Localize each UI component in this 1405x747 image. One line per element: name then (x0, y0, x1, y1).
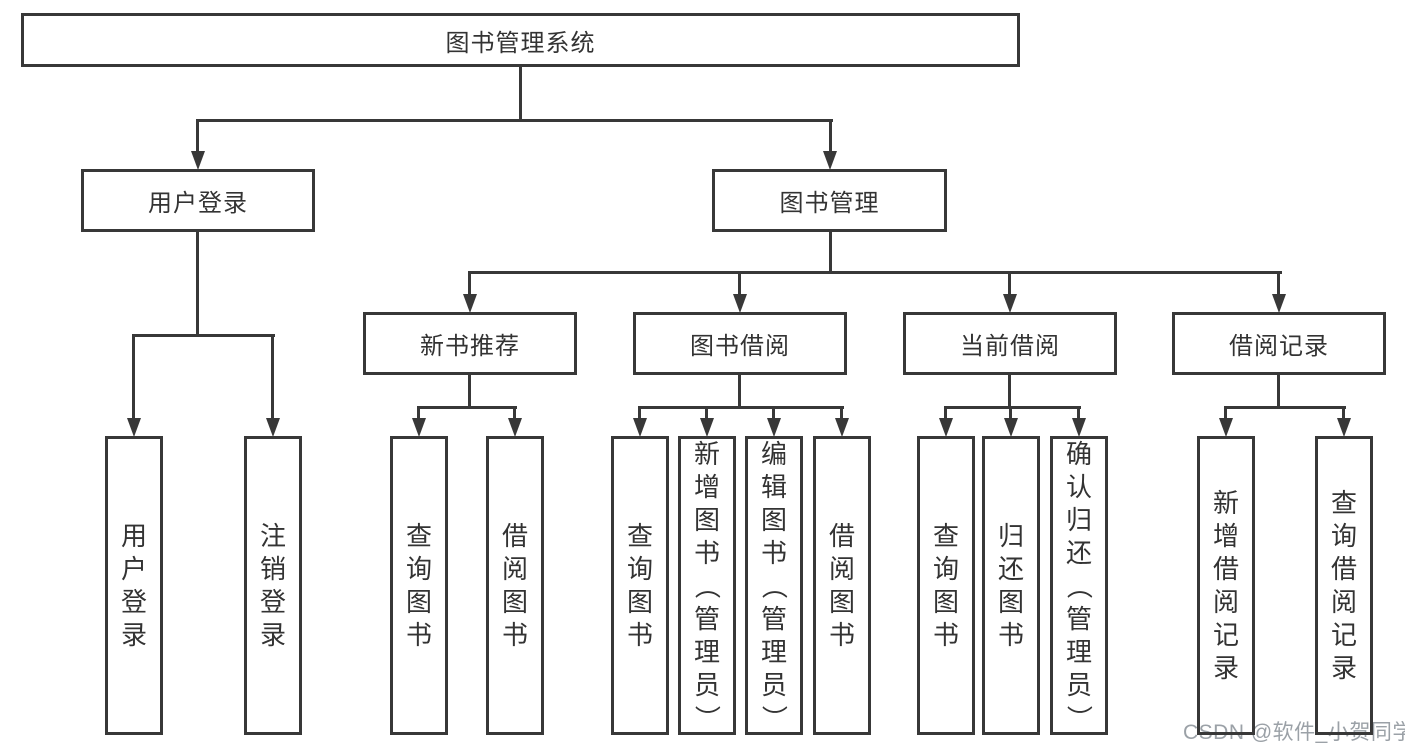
arrow-down-icon (412, 418, 426, 437)
node-current-borrow: 当前借阅 (903, 312, 1117, 375)
arrow-down-icon (700, 418, 714, 437)
connector-line (1224, 406, 1227, 421)
leaf-query-borrow-record: 查询借阅记录 (1315, 436, 1373, 735)
connector-line (638, 406, 641, 421)
leaf-query-books-recommend: 查询图书 (390, 436, 448, 735)
connector-line (1008, 375, 1011, 408)
connector-line (705, 406, 708, 421)
connector-line (1277, 375, 1280, 408)
arrow-down-icon (1272, 294, 1286, 313)
connector-line (738, 375, 741, 408)
leaf-borrow-books-recommend: 借阅图书 (486, 436, 544, 735)
arrow-down-icon (767, 418, 781, 437)
connector-line (1009, 406, 1012, 421)
arrow-down-icon (1219, 418, 1233, 437)
arrow-down-icon (463, 294, 477, 313)
connector-line (132, 336, 135, 420)
connector-line (271, 336, 274, 420)
arrow-down-icon (1004, 418, 1018, 437)
arrow-down-icon (835, 418, 849, 437)
connector-line (829, 121, 832, 154)
connector-line (772, 406, 775, 421)
connector-line (417, 406, 517, 409)
connector-line (1224, 406, 1346, 409)
leaf-query-books-borrow: 查询图书 (611, 436, 669, 735)
arrow-down-icon (1003, 294, 1017, 313)
arrow-down-icon (633, 418, 647, 437)
connector-line (1277, 273, 1280, 297)
node-new-book-recommend-label: 新书推荐 (420, 333, 520, 360)
leaf-confirm-return-admin: 确认归还（管理员） (1050, 436, 1108, 735)
node-user-login: 用户登录 (81, 169, 315, 232)
node-new-book-recommend: 新书推荐 (363, 312, 577, 375)
node-root-label: 图书管理系统 (445, 29, 596, 57)
connector-line (468, 271, 1282, 274)
node-root: 图书管理系统 (21, 13, 1020, 67)
connector-line (829, 232, 832, 273)
leaf-add-book-admin: 新增图书（管理员） (678, 436, 736, 735)
connector-line (944, 406, 1081, 409)
node-book-management-label: 图书管理 (779, 190, 880, 217)
node-current-borrow-label: 当前借阅 (960, 333, 1060, 360)
csdn-watermark: CSDN @软件_小贺同学 (1183, 721, 1405, 744)
connector-line (417, 406, 420, 421)
connector-line (519, 67, 522, 122)
connector-line (468, 375, 471, 408)
connector-line (1008, 273, 1011, 297)
connector-line (196, 119, 833, 122)
leaf-user-login: 用户登录 (105, 436, 163, 735)
leaf-return-book: 归还图书 (982, 436, 1040, 735)
node-book-management: 图书管理 (712, 169, 947, 232)
arrow-down-icon (939, 418, 953, 437)
connector-line (1342, 406, 1345, 421)
leaf-borrow-books-borrow: 借阅图书 (813, 436, 871, 735)
connector-line (840, 406, 843, 421)
arrow-down-icon (266, 418, 280, 437)
leaf-edit-book-admin: 编辑图书（管理员） (745, 436, 803, 735)
connector-line (513, 406, 516, 421)
connector-line (1077, 406, 1080, 421)
arrow-down-icon (508, 418, 522, 437)
arrow-down-icon (127, 418, 141, 437)
connector-line (196, 232, 199, 336)
arrow-down-icon (191, 151, 205, 170)
connector-line (196, 121, 199, 154)
node-book-borrow-label: 图书借阅 (690, 333, 790, 360)
connector-line (738, 273, 741, 297)
connector-line (132, 334, 275, 337)
connector-line (638, 406, 844, 409)
connector-line (944, 406, 947, 421)
connector-line (468, 273, 471, 297)
leaf-logout: 注销登录 (244, 436, 302, 735)
arrow-down-icon (733, 294, 747, 313)
leaf-add-borrow-record: 新增借阅记录 (1197, 436, 1255, 735)
node-book-borrow: 图书借阅 (633, 312, 847, 375)
arrow-down-icon (1072, 418, 1086, 437)
node-borrow-records-label: 借阅记录 (1229, 333, 1329, 360)
arrow-down-icon (823, 151, 837, 170)
node-user-login-label: 用户登录 (148, 190, 248, 217)
arrow-down-icon (1337, 418, 1351, 437)
node-borrow-records: 借阅记录 (1172, 312, 1386, 375)
leaf-query-books-current: 查询图书 (917, 436, 975, 735)
